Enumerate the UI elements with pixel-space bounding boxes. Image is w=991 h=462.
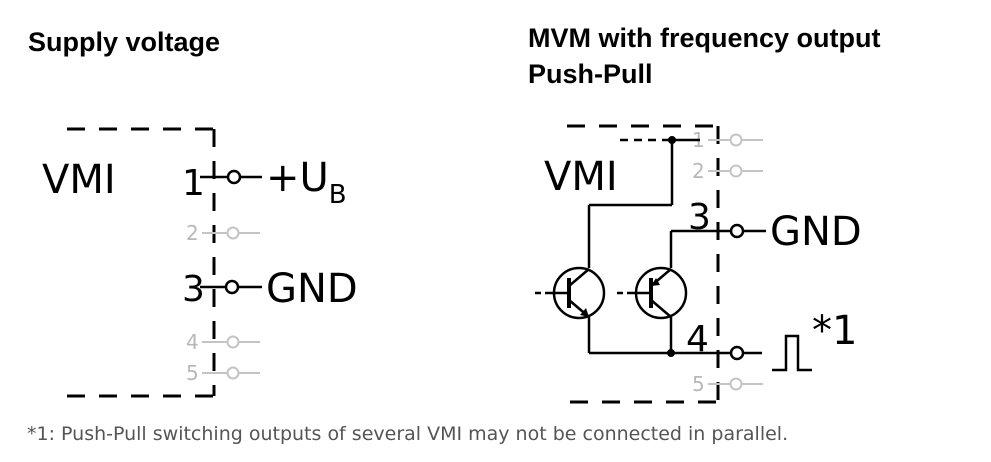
right-pin-4: 4 *1: [671, 308, 857, 372]
left-pin-2-terminal: [226, 226, 240, 240]
left-pin-5-terminal: [226, 366, 240, 380]
right-pin-3-number: 3: [688, 197, 711, 238]
right-device-label: VMI: [544, 154, 618, 200]
left-pin-4-number: 4: [186, 330, 199, 354]
low-side-transistor-icon: [617, 266, 688, 320]
right-pin-3-terminal: [729, 223, 745, 239]
left-pin-4-terminal: [226, 335, 240, 349]
right-pin-4-number: 4: [686, 319, 709, 360]
right-pin-5-terminal: [729, 377, 743, 391]
left-pin-5: 5: [186, 361, 260, 385]
left-pin-3-terminal: [224, 279, 240, 295]
right-pin-2-terminal: [729, 164, 743, 178]
right-pin-4-terminal: [729, 345, 745, 361]
right-pin-1-terminal: [729, 133, 743, 147]
right-pin-5-number: 5: [692, 372, 705, 396]
right-pin-2: 2: [692, 159, 763, 183]
left-pin-3: 3 GND: [182, 266, 358, 312]
right-pin-5: 5: [692, 372, 763, 396]
left-pin-4: 4: [186, 330, 260, 354]
left-pin-1: 1 +UB: [182, 155, 347, 210]
right-panel: MVM with frequency output Push-Pull VMI …: [528, 23, 880, 404]
left-gnd-label: GND: [266, 266, 358, 312]
left-device-label: VMI: [42, 157, 116, 203]
left-pin-2: 2: [186, 221, 260, 245]
right-pin-3: 3 GND: [686, 197, 862, 255]
footnote-text: *1: Push-Pull switching outputs of sever…: [27, 423, 788, 445]
left-pin-1-terminal: [226, 169, 242, 185]
supply-voltage-label: +UB: [266, 155, 347, 210]
right-panel-subtitle: Push-Pull: [528, 59, 653, 89]
right-pin-1: 1: [692, 128, 763, 152]
right-gnd-label: GND: [770, 209, 862, 255]
left-panel: Supply voltage VMI 1 +UB 2 3 GND: [28, 27, 358, 398]
left-panel-title: Supply voltage: [28, 27, 220, 57]
left-pin-2-number: 2: [186, 221, 199, 245]
left-pin-3-number: 3: [182, 269, 205, 310]
high-side-transistor-icon: [535, 266, 606, 320]
push-pull-stage: [535, 136, 700, 357]
right-panel-title: MVM with frequency output: [528, 23, 880, 53]
right-pin-2-number: 2: [692, 159, 705, 183]
footnote-marker: *1: [812, 308, 857, 354]
left-pin-1-number: 1: [182, 163, 205, 204]
left-pin-5-number: 5: [186, 361, 199, 385]
square-wave-pulse-icon: [772, 334, 812, 372]
